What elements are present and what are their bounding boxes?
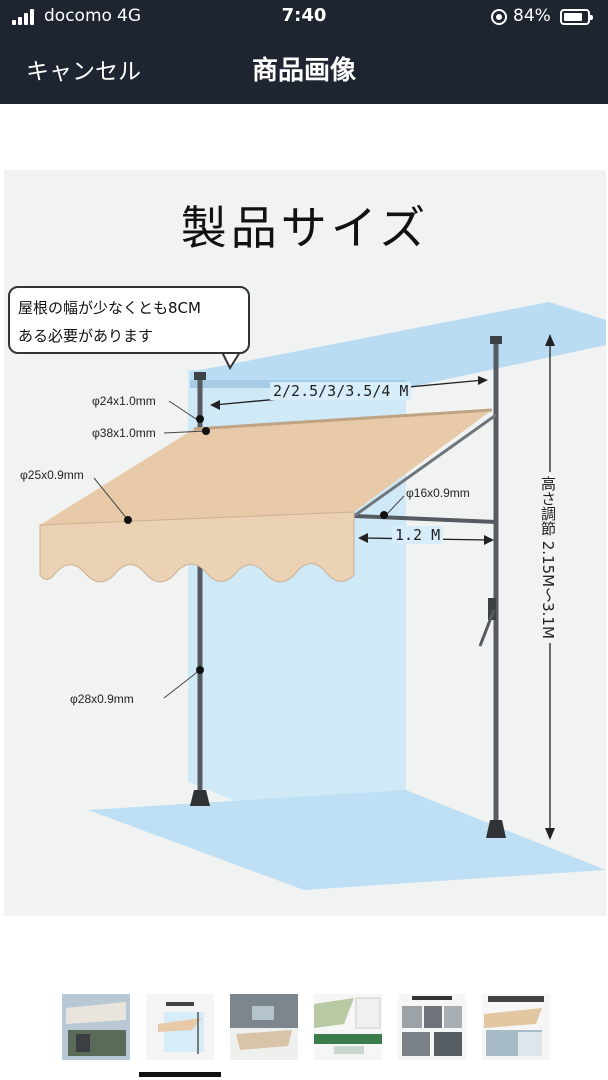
product-image[interactable]: 製品サイズ 屋根の幅が少なくとも8CM ある必要があります φ24x1.0mm …	[4, 170, 606, 916]
ceiling-plane	[190, 302, 606, 388]
awning-cloth	[40, 410, 492, 525]
awning-valance	[39, 511, 355, 583]
label-main-pole: φ28x0.9mm	[70, 692, 134, 706]
carrier-name: docomo	[44, 6, 112, 26]
height-dimension: 高さ調節 2.15M〜3.1M	[535, 472, 559, 643]
page-title: 商品画像	[251, 56, 356, 86]
status-time: 7:40	[281, 5, 327, 26]
label-front-bar: φ25x0.9mm	[20, 468, 84, 482]
thumbnail-1[interactable]	[62, 994, 130, 1060]
top-bar: docomo 4G 7:40 84% キャンセル 商品画像	[0, 0, 608, 104]
orientation-lock-icon	[491, 9, 507, 25]
thumbnail-6[interactable]	[482, 994, 550, 1060]
roof-width-callout: 屋根の幅が少なくとも8CM ある必要があります	[8, 286, 250, 354]
thumbnail-2[interactable]	[146, 994, 214, 1060]
network-type: 4G	[117, 6, 141, 26]
battery-icon	[560, 9, 593, 25]
diagram-title: 製品サイズ	[180, 201, 430, 255]
callout-line-1: 屋根の幅が少なくとも8CM	[18, 299, 201, 317]
floor-plane	[88, 790, 606, 890]
depth-dimension: 1.2 M	[392, 526, 444, 544]
thumbnail-5[interactable]	[398, 994, 466, 1060]
status-bar: docomo 4G 7:40 84%	[0, 0, 608, 36]
thumbnail-strip	[62, 994, 550, 1064]
label-arm: φ16x0.9mm	[406, 486, 470, 500]
thumbnail-3[interactable]	[230, 994, 298, 1060]
label-top-pole: φ24x1.0mm	[92, 394, 156, 408]
callout-line-2: ある必要があります	[18, 327, 154, 345]
cancel-button[interactable]: キャンセル	[26, 52, 141, 86]
battery-percent: 84%	[513, 6, 551, 26]
label-top-bar: φ38x1.0mm	[92, 426, 156, 440]
signal-icon	[12, 9, 36, 25]
crank-handle	[488, 598, 496, 620]
thumbnail-4[interactable]	[314, 994, 382, 1060]
awning-diagram	[39, 302, 606, 890]
arm-bar	[353, 514, 497, 524]
width-dimension: 2/2.5/3/3.5/4 M	[270, 382, 412, 400]
selected-thumbnail-indicator	[139, 1072, 221, 1077]
